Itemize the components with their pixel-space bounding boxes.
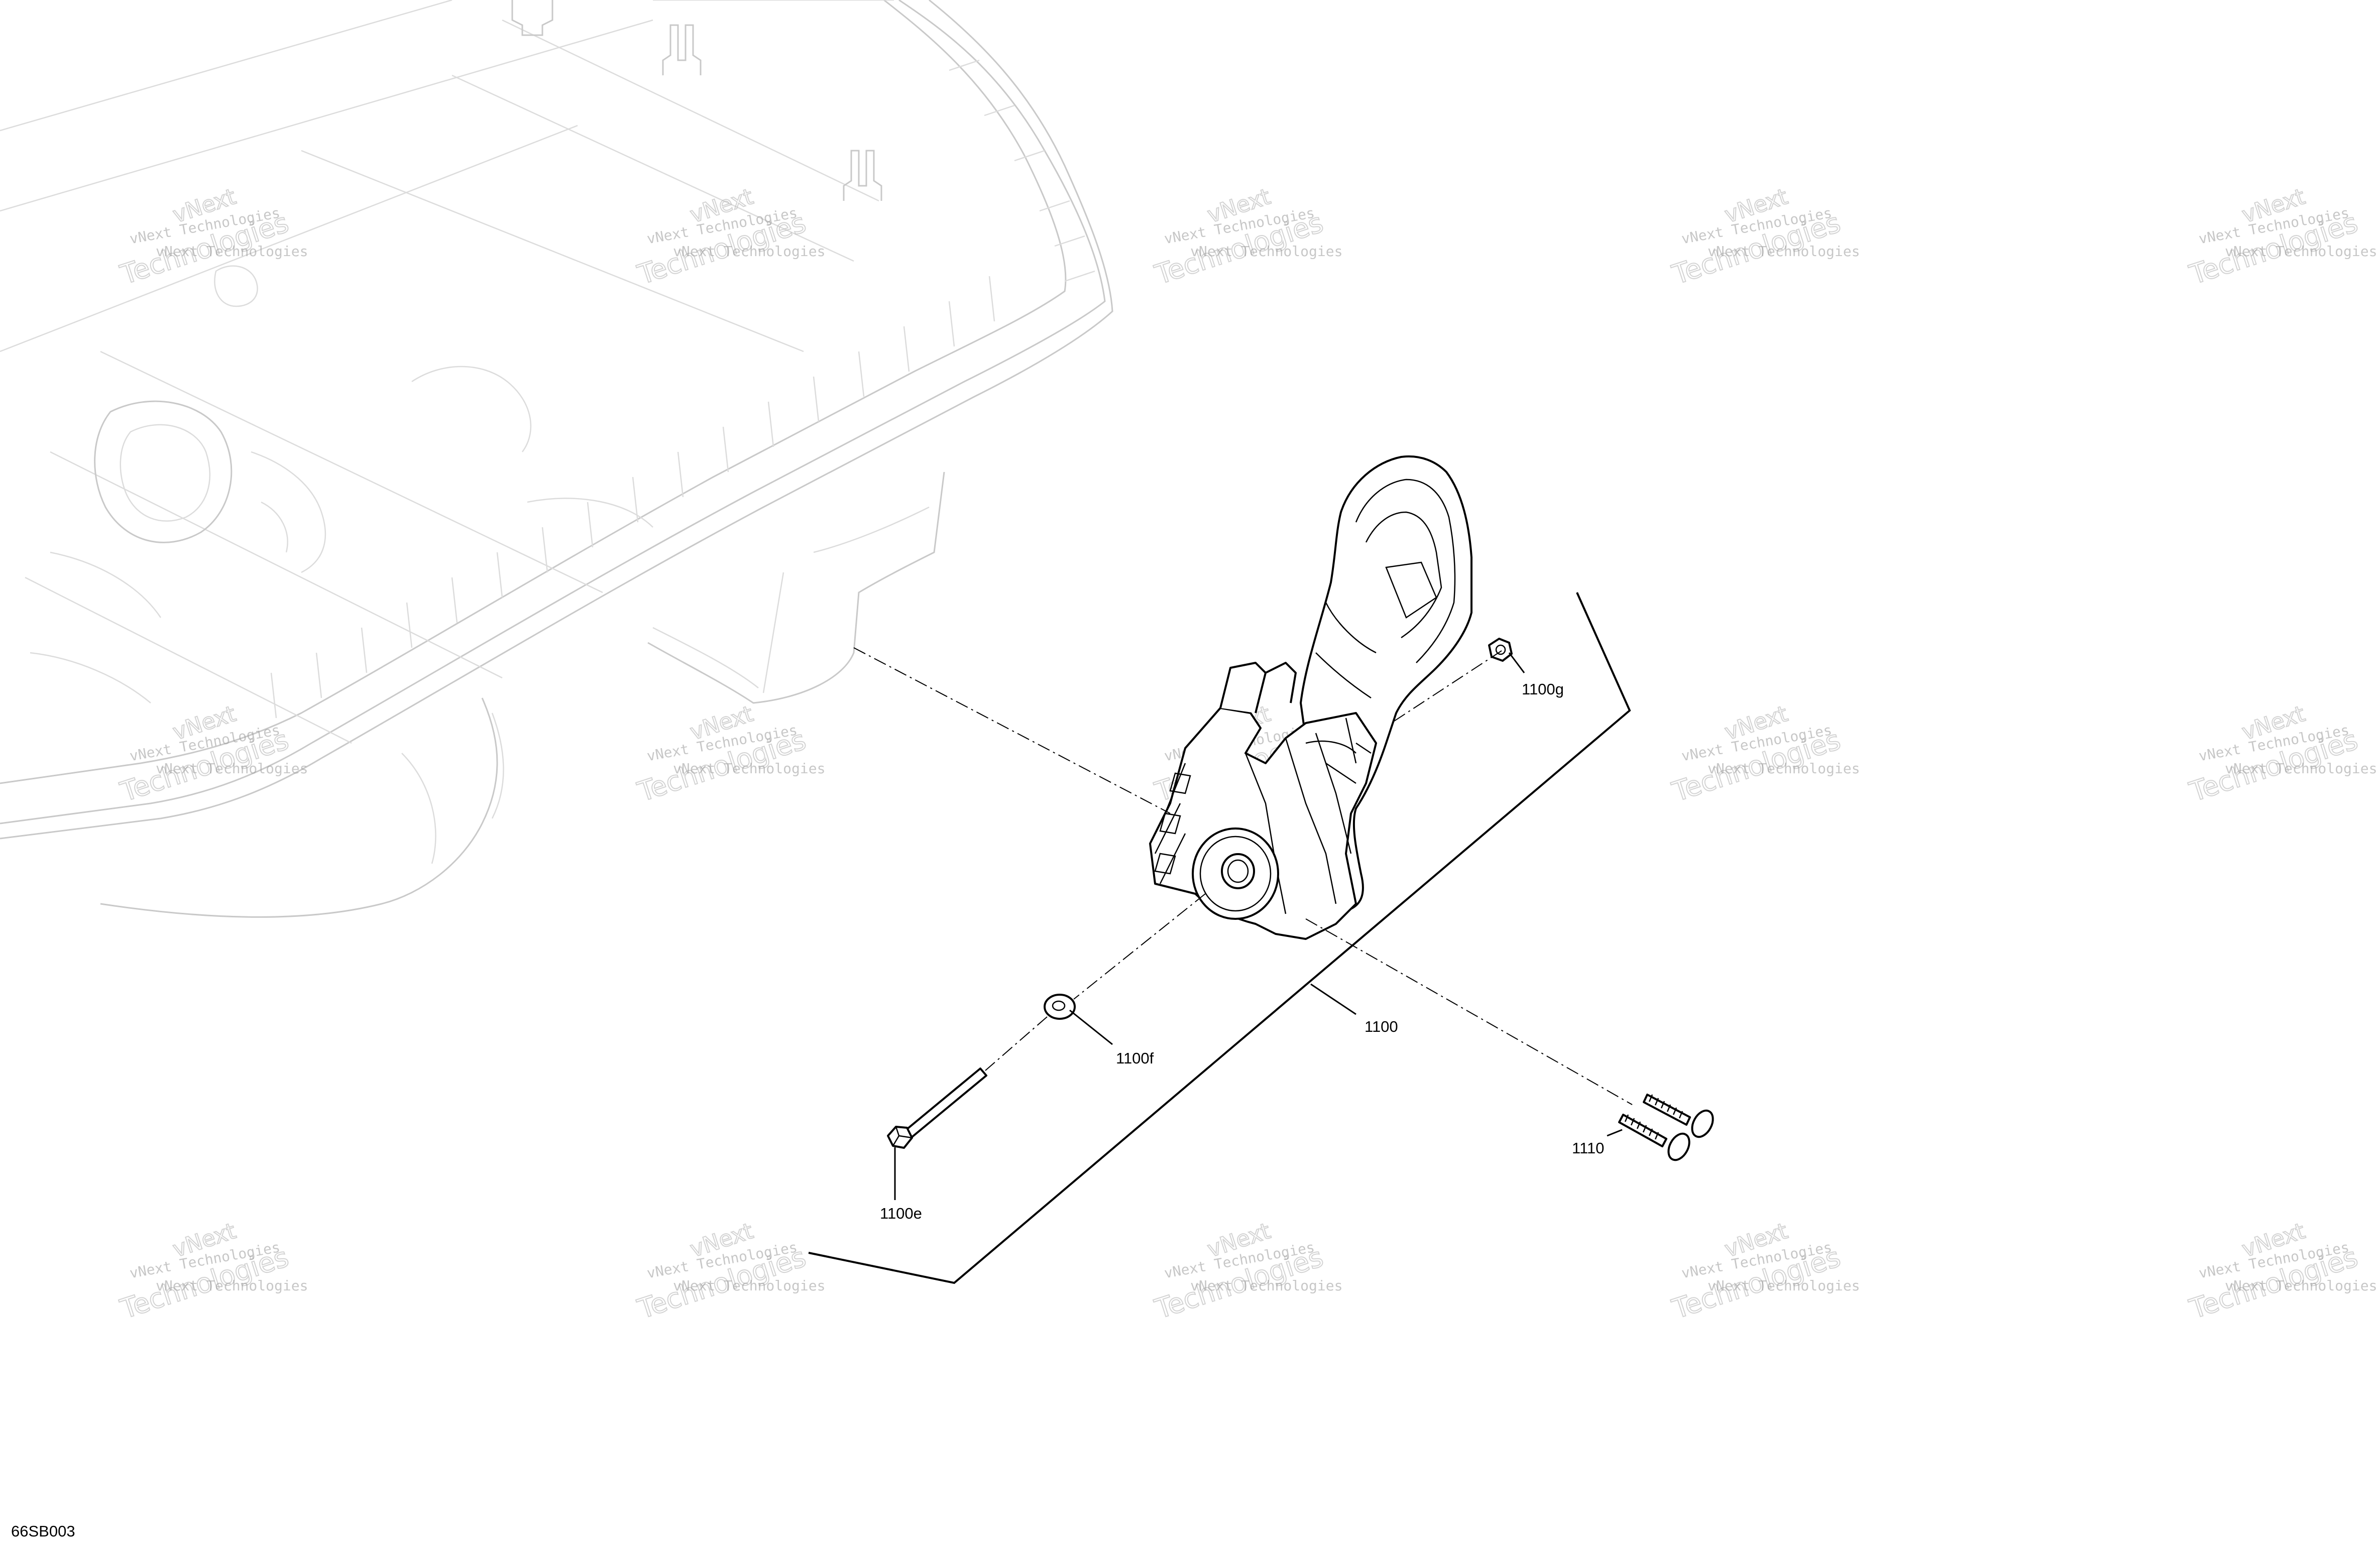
screws-1110	[1618, 1094, 1714, 1161]
watermark-text: vNext Technologies	[156, 760, 308, 777]
callout-1100f: 1100f	[1116, 1049, 1154, 1067]
callout-1100: 1100	[1365, 1018, 1398, 1035]
watermark-text: vNext Technologies	[1708, 1277, 1860, 1294]
watermark-text: vNext Technologies	[2225, 243, 2377, 260]
washer-1100f	[1044, 994, 1076, 1020]
callout-leaders	[894, 652, 1623, 1200]
assembly-axis-lines	[853, 647, 1633, 1105]
vehicle-body-outline	[0, 0, 1113, 918]
callout-1100g: 1100g	[1522, 680, 1564, 698]
callout-1110: 1110	[1572, 1139, 1604, 1157]
watermark-text: vNext Technologies	[1190, 243, 1342, 260]
figure-code: 66SB003	[11, 1522, 75, 1540]
watermark-text: vNext Technologies	[2225, 1277, 2377, 1294]
watermark-text: vNext Technologies	[1708, 243, 1860, 260]
callout-labels: 1100g 1100 1100f 1110 1100e	[880, 680, 1604, 1222]
watermark-text: vNext Technologies	[673, 1277, 825, 1294]
watermark-text: vNext Technologies	[2225, 760, 2377, 777]
callout-1100e: 1100e	[880, 1205, 922, 1222]
group-bracket	[808, 592, 1631, 1284]
bolt-1100e	[887, 1067, 987, 1149]
watermark-text: vNext Technologies	[673, 243, 825, 260]
watermark-text: vNext Technologies	[673, 760, 825, 777]
watermark-text: vNext Technologies	[156, 1277, 308, 1294]
watermark-text: vNext Technologies	[1190, 1277, 1342, 1294]
watermark-text: vNext Technologies	[1708, 760, 1860, 777]
nut-1100g	[1488, 638, 1513, 662]
bracket-part-1100	[1149, 455, 1472, 940]
watermark-text: vNext Technologies	[156, 243, 308, 260]
